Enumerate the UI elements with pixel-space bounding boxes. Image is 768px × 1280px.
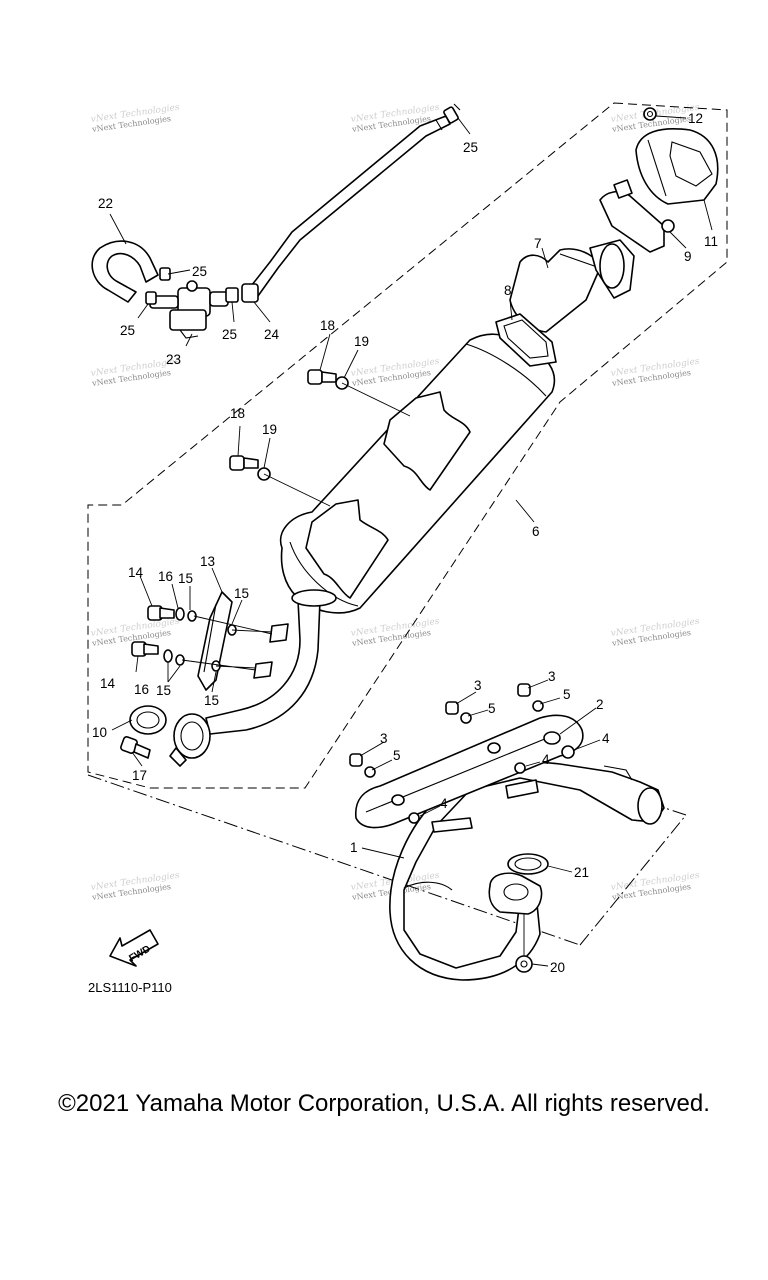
leader-lines [109, 115, 713, 967]
callout-16: 16 [134, 682, 149, 697]
collars-16 [163, 607, 185, 663]
callout-19: 19 [354, 334, 369, 349]
callout-4: 4 [542, 752, 550, 767]
callout-16: 16 [158, 569, 173, 584]
callout-24: 24 [264, 327, 280, 342]
muffler-bracket-upper [383, 391, 471, 491]
callout-23: 23 [166, 352, 181, 367]
callout-9: 9 [684, 249, 692, 264]
callout-1: 1 [350, 840, 358, 855]
spark-arrester-7 [509, 239, 635, 333]
callout-4: 4 [602, 731, 610, 746]
callout-14: 14 [128, 565, 144, 580]
air-hose-24 [247, 115, 451, 297]
screws-3 [349, 683, 531, 767]
fwd-arrow-icon: FWD [109, 929, 159, 967]
nuts-4 [408, 745, 575, 824]
bolt-18-upper [307, 369, 337, 385]
callout-4: 4 [440, 796, 448, 811]
callout-15: 15 [178, 571, 193, 586]
callout-19: 19 [262, 422, 277, 437]
callout-5: 5 [393, 748, 401, 763]
callout-5: 5 [563, 687, 571, 702]
callout-22: 22 [98, 196, 113, 211]
end-cap-11 [635, 128, 719, 205]
bolt-18-lower [229, 455, 259, 471]
muffler-inlet-pipe [205, 599, 321, 735]
joint-clamp [169, 713, 211, 767]
exhaust-pipe-flange [488, 872, 543, 915]
muffler-assembly-outline [87, 102, 728, 789]
callout-15: 15 [204, 693, 219, 708]
air-injection-hose-assembly [91, 103, 461, 339]
diagram-code: 2LS1110-P110 [88, 980, 172, 995]
hose-clamp-25-top [443, 103, 461, 124]
callout-20: 20 [550, 960, 565, 975]
callout-18: 18 [320, 318, 335, 333]
bolts-14 [131, 605, 175, 657]
joint-gasket-10 [129, 705, 167, 735]
callout-10: 10 [92, 725, 107, 740]
callout-6: 6 [532, 524, 540, 539]
callout-13: 13 [200, 554, 215, 569]
heat-protector-2 [355, 714, 584, 829]
callout-numbers: 12 25 22 25 25 25 24 23 11 9 7 8 18 19 1… [92, 111, 718, 975]
muffler-bracket-lower [305, 499, 389, 599]
callout-7: 7 [534, 236, 542, 251]
bracket-ring-9 [599, 179, 675, 253]
bolt-17 [120, 736, 151, 759]
callout-11: 11 [704, 234, 718, 249]
callout-3: 3 [474, 678, 482, 693]
callout-14: 14 [100, 676, 116, 691]
frame-tabs [181, 615, 289, 679]
callout-2: 2 [596, 697, 604, 712]
muffler-6 [205, 333, 556, 735]
callout-15: 15 [234, 586, 249, 601]
callout-15: 15 [156, 683, 171, 698]
callout-25: 25 [192, 264, 207, 279]
callout-12: 12 [688, 111, 703, 126]
callout-3: 3 [380, 731, 388, 746]
hose-clamp-25 [145, 267, 259, 305]
callout-25: 25 [222, 327, 237, 342]
exhaust-gasket-21 [507, 853, 549, 875]
gasket-8 [495, 313, 557, 367]
callout-5: 5 [488, 701, 496, 716]
flange-nut-20 [515, 955, 533, 973]
protector-brackets [431, 779, 539, 833]
muffler-stay-13 [197, 591, 233, 691]
callout-3: 3 [548, 669, 556, 684]
callout-21: 21 [574, 865, 589, 880]
copyright-notice: ©2021 Yamaha Motor Corporation, U.S.A. A… [58, 1090, 710, 1117]
callout-25: 25 [463, 140, 478, 155]
callout-18: 18 [230, 406, 245, 421]
callout-25: 25 [120, 323, 135, 338]
callout-17: 17 [132, 768, 147, 783]
callout-8: 8 [504, 283, 512, 298]
nut-12 [643, 107, 657, 121]
air-hose-22 [91, 240, 159, 303]
air-cut-valve-23 [149, 280, 229, 339]
